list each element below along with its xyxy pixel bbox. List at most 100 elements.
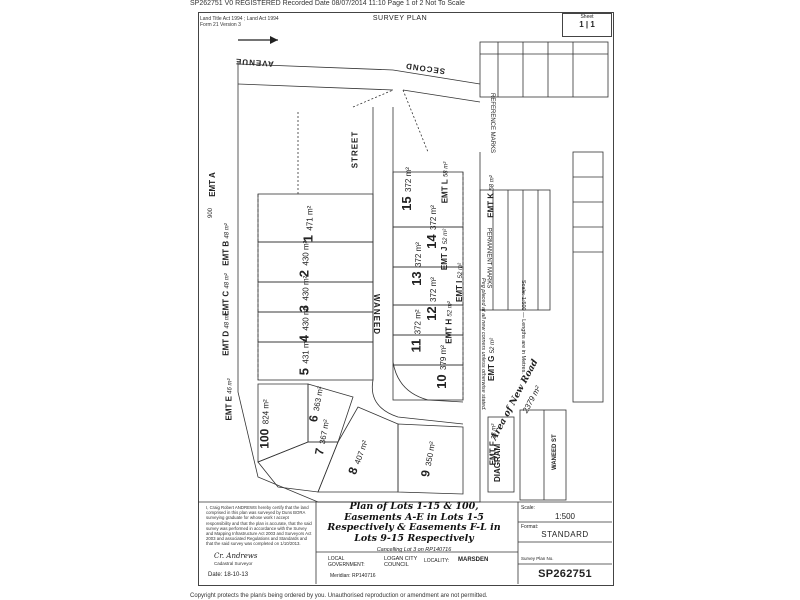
plan-title: Plan of Lots 1-15 & 100, Easements A-E i… — [324, 501, 504, 544]
lot-number: 12 — [423, 306, 439, 321]
lot-15: 15 372 m² — [398, 167, 416, 211]
waneed-label: WANEED — [372, 293, 382, 336]
lot-area: 372 m² — [413, 242, 423, 267]
scale-label: Scale: — [521, 505, 535, 511]
easement-name: EMT L — [440, 179, 450, 204]
easement-i: EMT I 52 m² — [455, 263, 464, 302]
locality-label: LOCALITY: — [424, 558, 450, 564]
lot-4: 4 430 m² — [295, 306, 313, 343]
reference-marks-label: REFERENCE MARKS — [489, 92, 496, 154]
plan-title-line: Easements A-E in Lots 1-5 — [344, 511, 484, 523]
lot-14: 14 372 m² — [423, 205, 441, 249]
easement-name: EMT G — [486, 355, 496, 381]
survey-plan-sheet — [198, 12, 614, 586]
cancelling-note: Cancelling Lot 3 on RP140716 — [376, 547, 452, 553]
sheet-label: Sheet — [580, 14, 594, 20]
lot-area: 372 m² — [413, 309, 423, 335]
easement-area: 48 m² — [224, 273, 231, 289]
survey-plan-number: SP262751 — [538, 568, 592, 580]
format-label: Format: — [521, 524, 539, 530]
meridian: Meridian: RP140716 — [330, 573, 376, 579]
easement-j: EMT J 52 m² — [440, 229, 449, 270]
lot-area: 379 m² — [438, 345, 448, 370]
easement-c: EMT C 48 m² — [222, 273, 231, 315]
lot-area: 363 m² — [311, 385, 326, 412]
easement-area: 58 m² — [443, 161, 450, 178]
act-reference: Land Title Act 1994 ; Land Act 1994 Form… — [200, 16, 279, 28]
lot-area: 430 m² — [301, 275, 311, 301]
lot-area: 350 m² — [423, 440, 438, 467]
survey-plan-drawing — [198, 36, 612, 584]
lot-number: 100 — [257, 428, 272, 449]
sheet-number-box: Sheet 1 | 1 — [562, 13, 612, 37]
easement-area: 58 m² — [489, 175, 496, 191]
local-government-value: LOGAN CITY COUNCIL — [384, 556, 418, 568]
certificate-date: Date: 18-10-13 — [208, 572, 249, 578]
easement-b: EMT B 48 m² — [222, 223, 231, 265]
lot-area: 372 m² — [403, 167, 413, 192]
easement-area: 52 m² — [443, 228, 450, 245]
easement-a-area: 900 — [208, 207, 215, 219]
sheet-title: SURVEY PLAN — [372, 15, 428, 22]
easement-area: 33 m² — [491, 423, 498, 440]
easement-name: EMT A — [207, 172, 217, 197]
sheet-value: 1 | 1 — [579, 20, 595, 29]
lot-1: 1 471 m² — [299, 206, 317, 243]
easement-k: EMT K 58 m² — [487, 175, 496, 217]
street-label: STREET — [350, 130, 360, 169]
easement-area: 52 m² — [489, 338, 496, 354]
easement-name: EMT I — [454, 280, 464, 302]
lot-area: 430 m² — [301, 240, 311, 266]
easement-name: EMT E — [224, 396, 234, 421]
easement-name: EMT B — [221, 240, 231, 266]
lot-area: 372 m² — [428, 277, 438, 302]
easement-area: 52 m² — [457, 263, 464, 279]
diagram-label: DIAGRAM — [493, 443, 502, 482]
easement-name: EMT K — [486, 192, 496, 218]
local-government-label: LOCAL GOVERNMENT: — [328, 556, 365, 568]
act-line: Land Title Act 1994 ; Land Act 1994 — [200, 16, 279, 22]
lot-number: 14 — [423, 234, 439, 249]
lot-number: 13 — [408, 271, 424, 286]
marks-note: Peg placed at all new corners unless oth… — [480, 278, 486, 411]
lot-area: 367 m² — [317, 418, 332, 445]
easement-area: 52 m² — [447, 301, 454, 317]
lot-number: 15 — [398, 196, 414, 211]
reference-marks-table — [479, 41, 609, 98]
easement-a: EMT A — [208, 172, 217, 197]
scale-value: 1:500 — [554, 512, 576, 521]
lot-number: 5 — [296, 368, 312, 376]
easement-name: EMT J — [440, 246, 450, 271]
lot-area: 824 m² — [261, 399, 271, 425]
surveyor-signature: Cr. Andrews — [214, 552, 258, 560]
lot-2: 2 430 m² — [295, 241, 313, 278]
easement-area: 48 m² — [224, 223, 231, 239]
easement-name: EMT D — [221, 330, 231, 356]
lot-area: 430 m² — [301, 305, 311, 331]
plan-title-line: Plan of Lots 1-15 & 100, — [349, 501, 479, 512]
easement-area: 48 m² — [224, 313, 231, 329]
scale-note: Scale: 1:500 — Lengths are in Metres. — [520, 280, 526, 374]
easement-e: EMT E 46 m² — [225, 378, 234, 420]
lot-5: 5 431 m² — [295, 339, 313, 376]
diagram-box — [519, 409, 567, 501]
lot-10: 10 379 m² — [433, 345, 451, 389]
lot-area: 471 m² — [305, 205, 315, 231]
copyright-footer: Copyright protects the plan/s being orde… — [190, 593, 488, 599]
permanent-marks-label: PERMANENT MARKS — [485, 227, 492, 289]
survey-plan-label: Survey Plan No. — [521, 556, 554, 561]
easement-name: EMT C — [221, 290, 231, 316]
easement-area: 46 m² — [227, 378, 234, 394]
easement-name: EMT H — [444, 318, 454, 344]
act-line: Form 21 Version 3 — [200, 22, 241, 28]
format-value: STANDARD — [541, 530, 589, 539]
easement-h: EMT H 52 m² — [445, 301, 454, 343]
easement-l: EMT L 58 m² — [440, 162, 449, 204]
north-arrow-icon — [238, 36, 278, 44]
locality-value: MARSDEN — [458, 557, 489, 563]
lot-number: 11 — [408, 338, 424, 353]
lot-area: 372 m² — [428, 205, 438, 230]
lot-area: 431 m² — [301, 338, 311, 364]
lot-100: 100 824 m² — [256, 399, 274, 448]
scale-bar — [572, 151, 604, 403]
